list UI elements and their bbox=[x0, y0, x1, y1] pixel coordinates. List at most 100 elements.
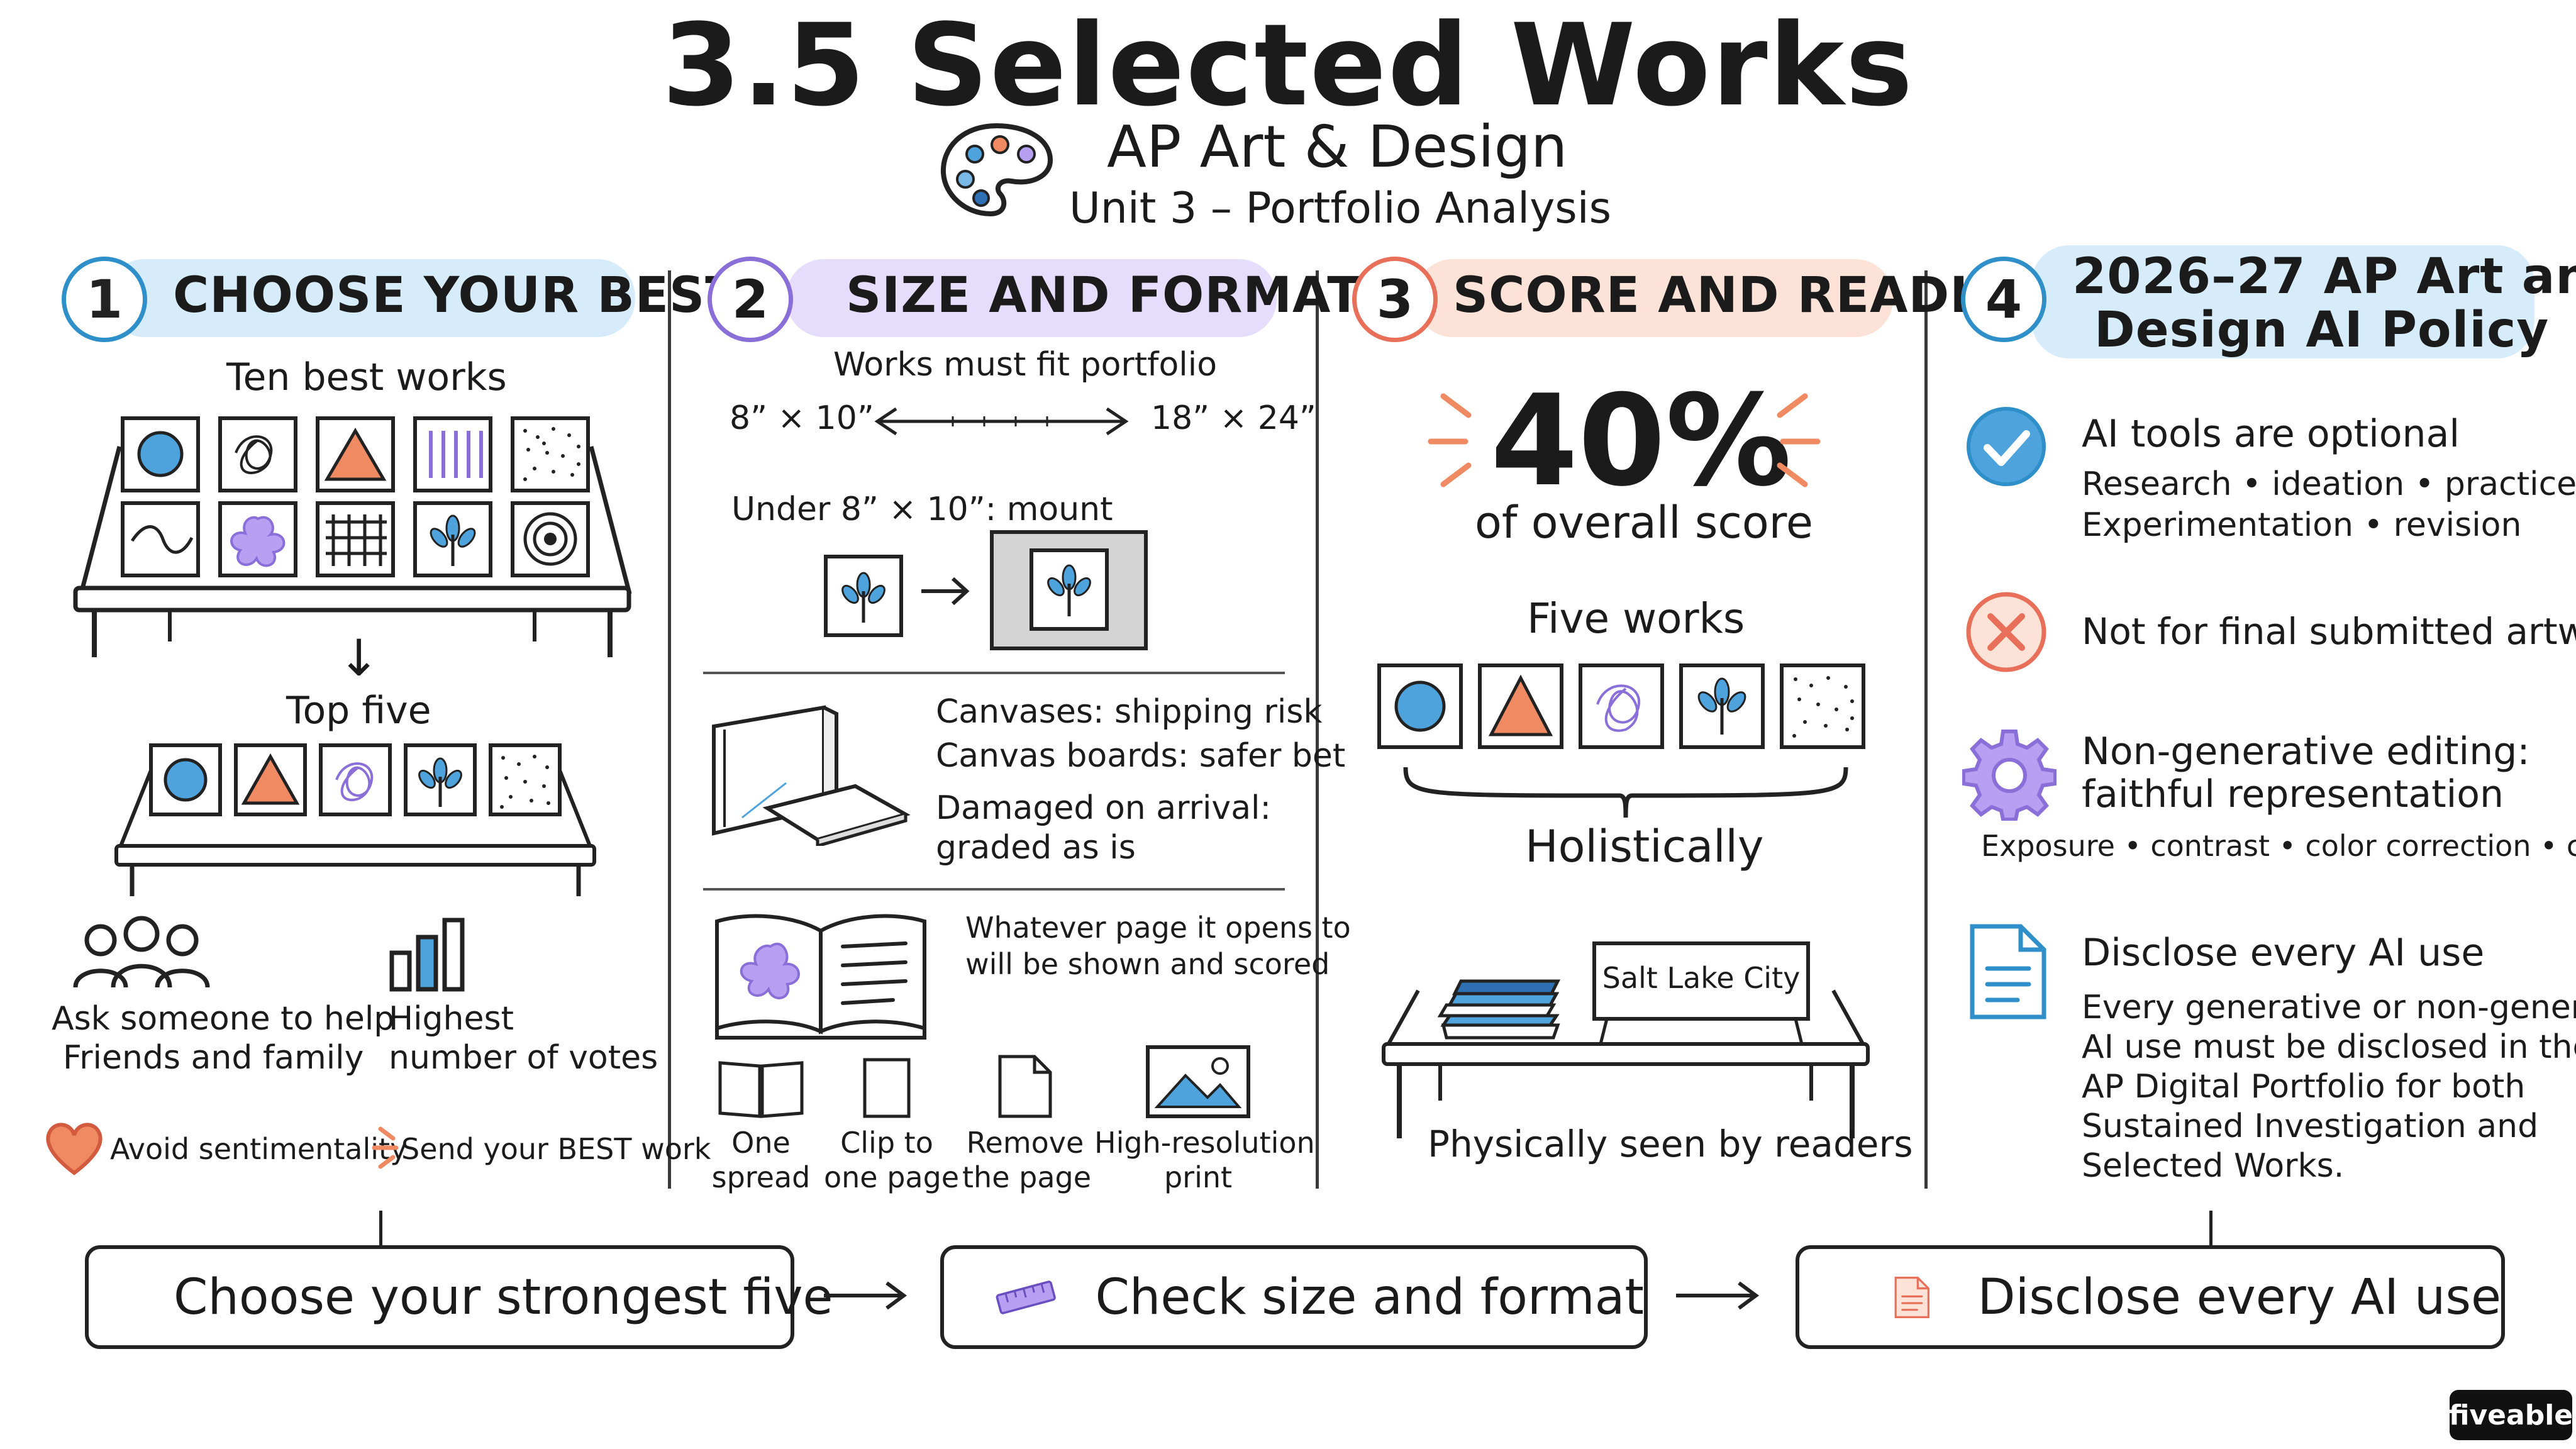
step-number: 1 bbox=[62, 257, 147, 342]
ten-best-label: Ten best works bbox=[226, 355, 507, 399]
fit-label: Works must fit portfolio bbox=[833, 346, 1218, 384]
ai-optional-sub-2: Experimentation • revision bbox=[2082, 506, 2522, 544]
canvas-board: Canvas boards: safer bet bbox=[936, 737, 1346, 775]
five-works-label: Five works bbox=[1527, 594, 1745, 643]
reading-table bbox=[1382, 941, 1870, 1138]
bar-chart-icon bbox=[389, 918, 465, 992]
image-print-icon bbox=[1146, 1045, 1250, 1118]
ruler-icon bbox=[996, 1280, 1056, 1314]
votes-title: Highest bbox=[389, 1000, 514, 1038]
send-label: Send your BEST work bbox=[401, 1132, 711, 1166]
holistic-label: Holistically bbox=[1525, 821, 1764, 872]
heading-highlight bbox=[1415, 259, 1893, 337]
spark-icon bbox=[372, 1126, 399, 1169]
max-size: 18” × 24” bbox=[1151, 399, 1316, 437]
spark-right-icon bbox=[1777, 393, 1821, 487]
book-line-1: Whatever page it opens to bbox=[965, 911, 1351, 945]
damaged-label: Damaged on arrival: bbox=[936, 789, 1272, 827]
heart-icon bbox=[46, 1123, 103, 1175]
section-heading-line-1: 2026–27 AP Art and bbox=[2072, 248, 2576, 305]
step-choose-label: Choose your strongest five bbox=[174, 1269, 833, 1326]
step-number: 2 bbox=[708, 257, 793, 342]
canvas-risk: Canvases: shipping risk bbox=[936, 693, 1323, 731]
help-title: Ask someone to help bbox=[52, 1000, 395, 1038]
disclose-line-1: Every generative or non-generative bbox=[2082, 989, 2576, 1026]
step-size-label: Check size and format bbox=[1095, 1269, 1644, 1326]
spark-left-icon bbox=[1428, 393, 1472, 487]
heading-highlight bbox=[786, 259, 1277, 337]
step-disclose-label: Disclose every AI use bbox=[1977, 1269, 2501, 1326]
option-print-sub: print bbox=[1163, 1160, 1233, 1194]
step-box-size: Check size and format bbox=[940, 1245, 1648, 1349]
document-icon bbox=[1894, 1276, 1929, 1318]
section-heading: CHOOSE YOUR BEST bbox=[173, 267, 740, 324]
separator bbox=[703, 672, 1285, 674]
readers-label: Physically seen by readers bbox=[1428, 1123, 1913, 1165]
document-icon bbox=[1970, 924, 2046, 1019]
votes-sub: number of votes bbox=[389, 1039, 658, 1077]
graded-label: graded as is bbox=[936, 829, 1136, 867]
top-five-label: Top five bbox=[286, 689, 431, 733]
option-one-sub: spread bbox=[711, 1160, 811, 1194]
option-print: High-resolution bbox=[1094, 1126, 1315, 1160]
heading-highlight bbox=[107, 259, 635, 337]
section-heading: SCORE AND READING bbox=[1453, 267, 2051, 324]
flow-arrow-icon bbox=[824, 1281, 908, 1310]
people-icon bbox=[73, 916, 210, 988]
size-range-arrow bbox=[874, 407, 1129, 436]
step-number: 3 bbox=[1352, 257, 1438, 342]
page-title: 3.5 Selected Works bbox=[662, 0, 1914, 131]
canvas-icon bbox=[712, 705, 911, 846]
step-number: 4 bbox=[1961, 257, 2046, 342]
non-generative-title: Non-generative editing: bbox=[2082, 730, 2530, 774]
open-book-icon bbox=[715, 914, 926, 1040]
disclose-line-3: AP Digital Portfolio for both bbox=[2082, 1068, 2526, 1106]
ai-optional-sub-1: Research • ideation • practice bbox=[2082, 465, 2576, 503]
subtitle: AP Art & Design bbox=[1107, 113, 1568, 180]
ten-works-table bbox=[73, 416, 632, 657]
column-divider bbox=[1316, 270, 1319, 1189]
remove-page-icon bbox=[998, 1055, 1052, 1118]
clip-page-icon bbox=[863, 1058, 911, 1118]
avoid-label: Avoid sentimentality bbox=[110, 1132, 408, 1166]
percent-sub: of overall score bbox=[1475, 497, 1813, 548]
editing-types: Exposure • contrast • color correction •… bbox=[1981, 829, 2576, 863]
book-line-2: will be shown and scored bbox=[965, 947, 1330, 981]
mount-diagram bbox=[824, 530, 1148, 650]
not-final-label: Not for final submitted artwork bbox=[2082, 610, 2576, 653]
min-size: 8” × 10” bbox=[730, 399, 874, 437]
option-remove-sub: the page bbox=[962, 1160, 1092, 1194]
step-box-choose: Choose your strongest five bbox=[85, 1245, 833, 1349]
top-five-table bbox=[114, 743, 596, 896]
unit-label: Unit 3 – Portfolio Analysis bbox=[1069, 184, 1612, 233]
mount-label: Under 8” × 10”: mount bbox=[731, 491, 1113, 528]
separator bbox=[703, 888, 1285, 891]
disclose-line-5: Selected Works. bbox=[2082, 1147, 2345, 1185]
city-sign: Salt Lake City bbox=[1602, 961, 1801, 995]
connector bbox=[2209, 1211, 2212, 1245]
disclose-line-2: AI use must be disclosed in the bbox=[2082, 1028, 2576, 1066]
x-circle-icon bbox=[1966, 592, 2046, 672]
column-divider bbox=[668, 270, 671, 1189]
five-works-tiles bbox=[1377, 663, 1865, 818]
disclose-title: Disclose every AI use bbox=[2082, 931, 2485, 975]
ai-optional: AI tools are optional bbox=[2082, 412, 2460, 456]
option-clip-sub: one page bbox=[824, 1160, 960, 1194]
heading-highlight bbox=[2031, 245, 2534, 358]
flow-arrow-icon bbox=[1676, 1281, 1760, 1310]
down-arrow-icon: ↓ bbox=[338, 629, 380, 687]
palette-icon bbox=[940, 123, 1053, 217]
section-heading: SIZE AND FORMAT bbox=[846, 267, 1362, 324]
check-circle-icon bbox=[1967, 407, 2046, 486]
help-sub: Friends and family bbox=[63, 1039, 364, 1077]
disclose-line-4: Sustained Investigation and bbox=[2082, 1108, 2539, 1145]
connector bbox=[379, 1211, 382, 1245]
section-heading-line-2: Design AI Policy bbox=[2094, 302, 2550, 358]
step-box-disclose: Disclose every AI use bbox=[1796, 1245, 2505, 1349]
option-clip: Clip to bbox=[840, 1126, 933, 1160]
non-generative-sub: faithful representation bbox=[2082, 772, 2504, 816]
one-spread-icon bbox=[718, 1061, 804, 1118]
option-remove: Remove bbox=[966, 1126, 1084, 1160]
brand-logo: fiveable bbox=[2449, 1390, 2573, 1440]
option-one: One bbox=[731, 1126, 791, 1160]
